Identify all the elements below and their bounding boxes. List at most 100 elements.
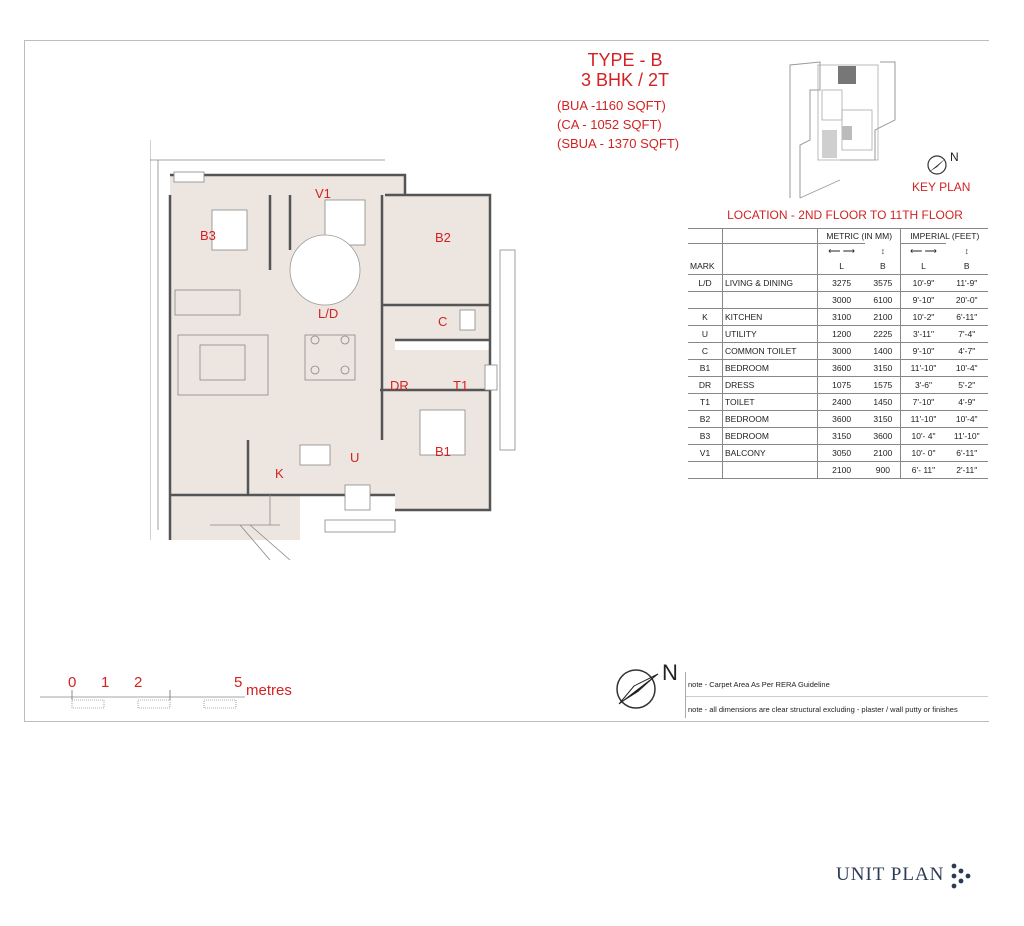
- schedule-room-name: BALCONY: [722, 444, 818, 462]
- bua-area: (BUA -1160 SQFT): [557, 98, 666, 113]
- schedule-metric-b: 900: [865, 461, 901, 479]
- room-label-b1: B1: [435, 444, 451, 459]
- schedule-imperial-b: 10'-4": [945, 359, 988, 377]
- schedule-imperial-l: 7'-10": [900, 393, 946, 411]
- unit-plan-brand: UNIT PLAN: [836, 864, 945, 885]
- schedule-mark: [688, 291, 723, 309]
- arrow-b-icon: ↕: [964, 245, 969, 256]
- room-label-c: C: [438, 314, 447, 329]
- room-schedule-table: METRIC (IN MM) IMPERIAL (FEET) ⟵ ⟶ ↕ ⟵ ⟶…: [688, 228, 988, 481]
- schedule-mark: B2: [688, 410, 723, 428]
- schedule-mark: V1: [688, 444, 723, 462]
- ca-area: (CA - 1052 SQFT): [557, 117, 662, 132]
- schedule-metric-b: 2100: [865, 308, 901, 326]
- schedule-imperial-b: 2'-11": [945, 461, 988, 479]
- scale-tick-1: 1: [101, 674, 110, 691]
- schedule-imperial-b: 5'-2": [945, 376, 988, 394]
- schedule-mark: B1: [688, 359, 723, 377]
- col-metric-l: L: [817, 258, 866, 275]
- schedule-metric-b: 3150: [865, 359, 901, 377]
- north-label-small: N: [950, 150, 959, 164]
- north-label: N: [662, 660, 678, 685]
- schedule-mark: T1: [688, 393, 723, 411]
- floor-plan-drawing: V1 B3 B2 L/D C DR T1 K U B1: [150, 140, 516, 560]
- area-summary: (BUA -1160 SQFT) (CA - 1052 SQFT) (SBUA …: [557, 96, 679, 153]
- north-arrow-icon: [616, 669, 659, 709]
- schedule-imperial-b: 20'-0": [945, 291, 988, 309]
- key-plan-drawing: [789, 61, 896, 199]
- schedule-mark: [688, 461, 723, 479]
- schedule-metric-l: 3000: [817, 342, 866, 360]
- room-label-dr: DR: [390, 378, 409, 393]
- room-label-u: U: [350, 450, 359, 465]
- notes-separator: [686, 696, 988, 697]
- scale-tick-5: 5: [234, 674, 243, 691]
- arrow-l-icon: ⟵ ⟶: [817, 243, 866, 258]
- schedule-imperial-b: 7'-4": [945, 325, 988, 343]
- schedule-room-name: KITCHEN: [722, 308, 818, 326]
- schedule-metric-b: 1400: [865, 342, 901, 360]
- schedule-metric-b: 3600: [865, 427, 901, 445]
- unit-type-title: TYPE - B: [587, 50, 663, 70]
- schedule-imperial-b: 11'-10": [945, 427, 988, 445]
- schedule-imperial-b: 6'-11": [945, 444, 988, 462]
- schedule-metric-b: 1575: [865, 376, 901, 394]
- notes-divider: [685, 672, 686, 718]
- schedule-room-name: BEDROOM: [722, 427, 818, 445]
- schedule-metric-l: 3100: [817, 308, 866, 326]
- schedule-room-name: LIVING & DINING: [722, 274, 818, 292]
- schedule-metric-l: 2400: [817, 393, 866, 411]
- key-plan-label: KEY PLAN: [912, 180, 971, 194]
- schedule-imperial-b: 4'-9": [945, 393, 988, 411]
- schedule-metric-l: 3050: [817, 444, 866, 462]
- schedule-metric-l: 3000: [817, 291, 866, 309]
- schedule-metric-l: 3150: [817, 427, 866, 445]
- drawing-sheet-frame: [24, 40, 989, 722]
- schedule-imperial-l: 10'-9": [900, 274, 946, 292]
- schedule-mark: L/D: [688, 274, 723, 292]
- scale-tick-2: 2: [134, 674, 143, 691]
- schedule-metric-b: 6100: [865, 291, 901, 309]
- schedule-mark: U: [688, 325, 723, 343]
- schedule-room-name: [722, 291, 818, 309]
- location-floors: LOCATION - 2ND FLOOR TO 11TH FLOOR: [727, 208, 963, 222]
- schedule-imperial-l: 3'-6": [900, 376, 946, 394]
- scale-bar: [40, 690, 245, 709]
- room-label-k: K: [275, 466, 284, 481]
- unit-config: 3 BHK / 2T: [580, 70, 670, 90]
- schedule-imperial-l: 10'- 4": [900, 427, 946, 445]
- schedule-room-name: COMMON TOILET: [722, 342, 818, 360]
- room-label-b2: B2: [435, 230, 451, 245]
- schedule-room-name: [722, 461, 818, 479]
- schedule-imperial-l: 11'-10": [900, 410, 946, 428]
- sbua-area: (SBUA - 1370 SQFT): [557, 136, 680, 151]
- scale-tick-0: 0: [68, 674, 77, 691]
- schedule-imperial-l: 10'- 0": [900, 444, 946, 462]
- schedule-metric-l: 3275: [817, 274, 866, 292]
- metric-header: METRIC (IN MM): [816, 228, 901, 244]
- schedule-room-name: DRESS: [722, 376, 818, 394]
- schedule-metric-l: 2100: [817, 461, 866, 479]
- schedule-imperial-l: 9'-10": [900, 291, 946, 309]
- schedule-imperial-b: 10'-4": [945, 410, 988, 428]
- schedule-metric-l: 1200: [817, 325, 866, 343]
- schedule-metric-b: 3150: [865, 410, 901, 428]
- schedule-mark: B3: [688, 427, 723, 445]
- note-dimensions: note - all dimensions are clear structur…: [688, 705, 958, 714]
- room-label-b3: B3: [200, 228, 216, 243]
- schedule-imperial-l: 6'- 11": [900, 461, 946, 479]
- schedule-imperial-b: 6'-11": [945, 308, 988, 326]
- schedule-metric-l: 3600: [817, 359, 866, 377]
- brand-dots-icon: [951, 863, 971, 889]
- schedule-imperial-l: 3'-11": [900, 325, 946, 343]
- north-arrow-small-icon: [927, 155, 947, 175]
- schedule-metric-l: 3600: [817, 410, 866, 428]
